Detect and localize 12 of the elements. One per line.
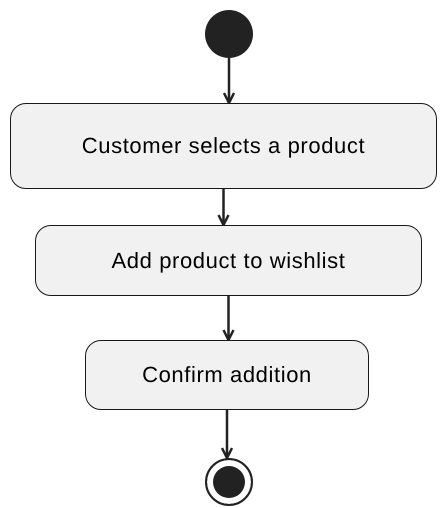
end-node (205, 458, 253, 506)
start-node (205, 10, 253, 58)
action-label: Confirm addition (142, 362, 312, 388)
action-box (85, 340, 369, 410)
action-box (35, 225, 422, 296)
arrow (217, 189, 230, 226)
action-label: Add product to wishlist (112, 248, 346, 274)
action-label: Customer selects a product (82, 133, 366, 159)
action-box (10, 103, 437, 189)
arrow (222, 58, 236, 104)
arrow (222, 296, 235, 342)
arrow (220, 410, 234, 460)
